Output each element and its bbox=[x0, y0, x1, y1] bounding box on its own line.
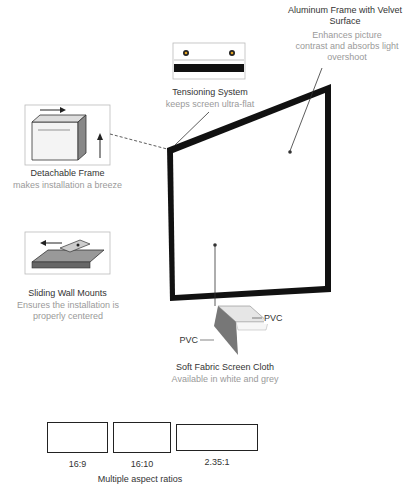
callout-title: Aluminum Frame with Velvet Surface bbox=[283, 5, 407, 27]
callout-note: keeps screen ultra-flat bbox=[150, 99, 270, 110]
leader-dot bbox=[288, 150, 292, 154]
leader-line bbox=[290, 68, 322, 151]
callout-title: Tensioning System bbox=[150, 87, 270, 98]
tensioning-icon bbox=[173, 43, 245, 79]
fabric-corner bbox=[200, 306, 268, 355]
callout-note: Available in white and grey bbox=[150, 374, 300, 385]
section-caption: Multiple aspect ratios bbox=[60, 474, 220, 485]
callout-note: Enhances picture contrast and absorbs li… bbox=[295, 30, 399, 63]
callout-note: makes installation a breeze bbox=[5, 180, 130, 191]
aspect-ratio-box: 16:10 bbox=[113, 422, 171, 470]
material-label: PVC bbox=[264, 313, 294, 324]
ratio-label: 16:9 bbox=[47, 459, 108, 470]
aspect-rectangle bbox=[47, 422, 108, 453]
aspect-ratio-box: 2.35:1 bbox=[176, 424, 258, 468]
aspect-ratio-box: 16:9 bbox=[47, 422, 108, 470]
leader-line bbox=[174, 112, 209, 146]
callout-title: Detachable Frame bbox=[5, 168, 130, 179]
callout-note: Ensures the installation is properly cen… bbox=[12, 300, 124, 322]
ratio-label: 2.35:1 bbox=[176, 457, 258, 468]
callout-title: Soft Fabric Screen Cloth bbox=[150, 362, 300, 373]
sliding-mount-icon bbox=[25, 232, 110, 274]
leader-line bbox=[215, 246, 216, 306]
screen-frame bbox=[167, 84, 331, 301]
material-label: PVC bbox=[172, 335, 198, 346]
ratio-label: 16:10 bbox=[113, 459, 171, 470]
callout-title: Sliding Wall Mounts bbox=[5, 288, 130, 299]
screen-surface bbox=[173, 93, 325, 295]
dashed-leader bbox=[110, 134, 167, 149]
detachable-frame-icon bbox=[25, 105, 110, 165]
aspect-rectangle bbox=[176, 424, 258, 451]
aspect-rectangle bbox=[113, 422, 171, 453]
